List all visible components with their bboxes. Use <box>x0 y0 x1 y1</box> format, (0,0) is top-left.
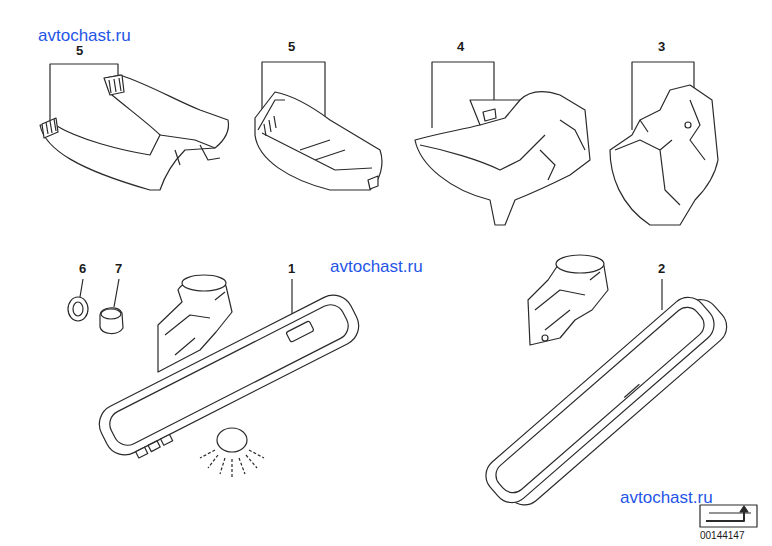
mount-edge <box>535 272 600 330</box>
watermark: avtochast.ru <box>620 488 713 508</box>
mirror-cover <box>610 85 718 225</box>
light-rays <box>200 450 264 477</box>
watermark: avtochast.ru <box>330 257 423 277</box>
leader-line <box>80 279 83 297</box>
view-icon <box>740 506 748 512</box>
cover-edge <box>615 100 705 205</box>
watermark: avtochast.ru <box>38 26 131 46</box>
rear-view-mirror <box>479 290 722 510</box>
cover-clip <box>104 75 124 95</box>
leader-line <box>661 279 662 310</box>
cover-edge <box>258 100 372 170</box>
mirror-cover <box>40 75 228 190</box>
bracket-leader <box>50 64 118 122</box>
callout-number: 7 <box>115 262 122 277</box>
mirror-cover <box>415 92 590 225</box>
mirror-button <box>136 447 148 458</box>
cover-clip <box>42 118 58 138</box>
light-sensor-dome <box>217 428 247 452</box>
sealing-ring <box>68 297 88 321</box>
cover-edge <box>160 135 220 165</box>
diagram-number: 00144147 <box>700 530 745 542</box>
cover-clip <box>368 176 378 189</box>
callout-number: 2 <box>658 262 665 277</box>
callout-number: 3 <box>658 40 665 55</box>
callout-number: 1 <box>288 262 295 277</box>
callout-number: 5 <box>288 40 295 55</box>
mirror-glass <box>491 302 710 498</box>
cover-clip <box>483 109 496 121</box>
clip-grille <box>46 119 56 134</box>
cover-edge <box>420 100 585 180</box>
mount-edge <box>165 292 225 355</box>
mount-screw <box>542 335 548 341</box>
leader-line <box>114 279 119 307</box>
mirror-mount <box>182 275 226 291</box>
mirror-button <box>148 441 160 452</box>
view-icon <box>700 505 757 527</box>
callout-number: 4 <box>457 40 464 55</box>
callout-number: 6 <box>79 262 86 277</box>
mirror-cover <box>255 92 382 190</box>
mirror-detail <box>624 384 639 397</box>
cover-cap <box>100 308 123 334</box>
cover-hole <box>685 122 691 128</box>
mirror-mount <box>556 255 604 273</box>
rear-view-mirror <box>491 292 734 512</box>
clip-grille <box>264 116 276 136</box>
clip-grille <box>109 78 121 93</box>
callout-number: 5 <box>76 44 83 59</box>
mirror-glass <box>105 300 353 450</box>
rear-view-mirror <box>92 288 365 461</box>
mirror-button <box>161 434 173 445</box>
cover-cap <box>101 309 121 319</box>
light-sensor <box>286 321 314 343</box>
sealing-ring <box>73 302 83 316</box>
